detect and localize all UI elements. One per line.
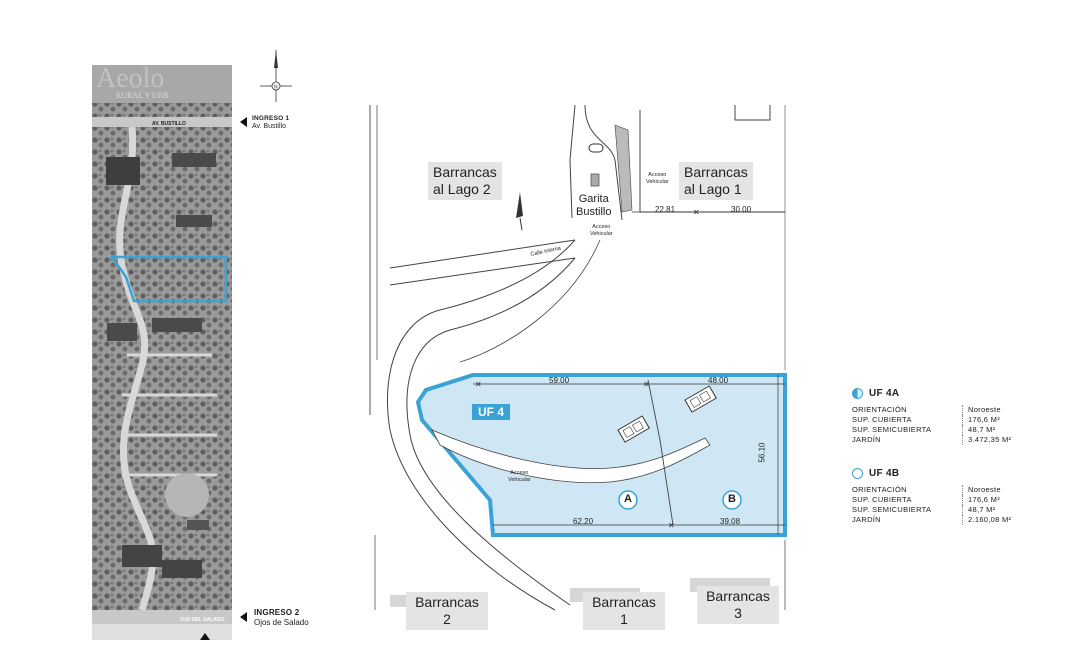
house-a-icon [617, 415, 650, 443]
dim-top-left: 59.00 [549, 376, 570, 385]
dim-bottom-right: 39.08 [720, 517, 741, 526]
dim-bottom-left: 62.20 [573, 517, 594, 526]
legend-row-value: 176,6 M² [968, 495, 1000, 504]
legend-row-label: JARDÍN [852, 515, 881, 524]
uf4-tag: UF 4 [472, 404, 511, 420]
watermark-logo: Aeolo [96, 65, 164, 94]
aerial-site-map: Aeolo RURAL Y URB AV. BUSTILLO OJO DEL S… [92, 65, 232, 640]
dim-top-right: 48.00 [708, 376, 729, 385]
compass-icon: N [260, 50, 292, 102]
legend-row-label: JARDÍN [852, 435, 881, 444]
svg-text:✕: ✕ [643, 380, 650, 389]
circle-outline-icon [852, 468, 863, 479]
legend-row-value: Noroeste [968, 405, 1001, 414]
legend-uf4b: UF 4B ORIENTACIÓN Noroeste SUP. CUBIERTA 1… [852, 468, 1011, 525]
legend-uf4b-title: UF 4B [869, 468, 900, 479]
ingreso-1-title: INGRESO 1 [252, 115, 290, 122]
legend-row-value: 48,7 M² [968, 505, 996, 514]
svg-text:✕: ✕ [668, 521, 675, 530]
unit-b-marker[interactable] [722, 490, 742, 510]
legend-row-value: 2.160,08 M² [968, 515, 1012, 524]
road-label-top: AV. BUSTILLO [152, 121, 186, 127]
unit-a-label: A [624, 493, 632, 505]
legend-uf4a-title: UF 4A [869, 388, 900, 399]
legend-row-label: SUP. SEMICUBIERTA [852, 425, 932, 434]
aerial-map-drawing: Aeolo RURAL Y URB AV. BUSTILLO OJO DEL S… [92, 65, 232, 640]
road-label-bottom: OJO DEL SALADO [180, 617, 224, 623]
ingreso-1-sub: Av. Bustillo [252, 123, 286, 130]
legend-row-label: ORIENTACIÓN [852, 485, 907, 494]
legend-row-label: SUP. CUBIERTA [852, 495, 912, 504]
house-b-icon [684, 385, 717, 413]
triangle-left-icon [240, 612, 247, 622]
legend-row-value: 176,6 M² [968, 415, 1000, 424]
legend-row-label: SUP. SEMICUBIERTA [852, 505, 932, 514]
triangle-up-icon [200, 633, 210, 640]
triangle-left-icon [240, 117, 247, 127]
unit-b-label: B [728, 493, 736, 505]
dim-side: 56.10 [757, 442, 767, 463]
legend-row-label: SUP. CUBIERTA [852, 415, 912, 424]
legend-row-value: 3.472,35 M² [968, 435, 1012, 444]
ingreso-2-sub: Ojos de Salado [254, 618, 309, 627]
dim-lot1-right: 30.00 [731, 205, 752, 214]
ingreso-2-title: INGRESO 2 [254, 608, 300, 617]
watermark-subtitle: RURAL Y URB [116, 91, 168, 100]
legend-row-value: 48,7 M² [968, 425, 996, 434]
compass-north-label: N [274, 85, 278, 91]
svg-text:✕: ✕ [475, 380, 482, 389]
svg-text:✕: ✕ [693, 208, 700, 217]
legend-row-label: ORIENTACIÓN [852, 405, 907, 414]
unit-a-marker[interactable] [618, 490, 638, 510]
legend-row-value: Noroeste [968, 485, 1001, 494]
circle-half-icon [852, 388, 863, 399]
dim-lot1-left: 22.81 [655, 205, 676, 214]
legend-uf4a: UF 4A ORIENTACIÓN Noroeste SUP. CUBIERTA 1… [852, 388, 1011, 445]
